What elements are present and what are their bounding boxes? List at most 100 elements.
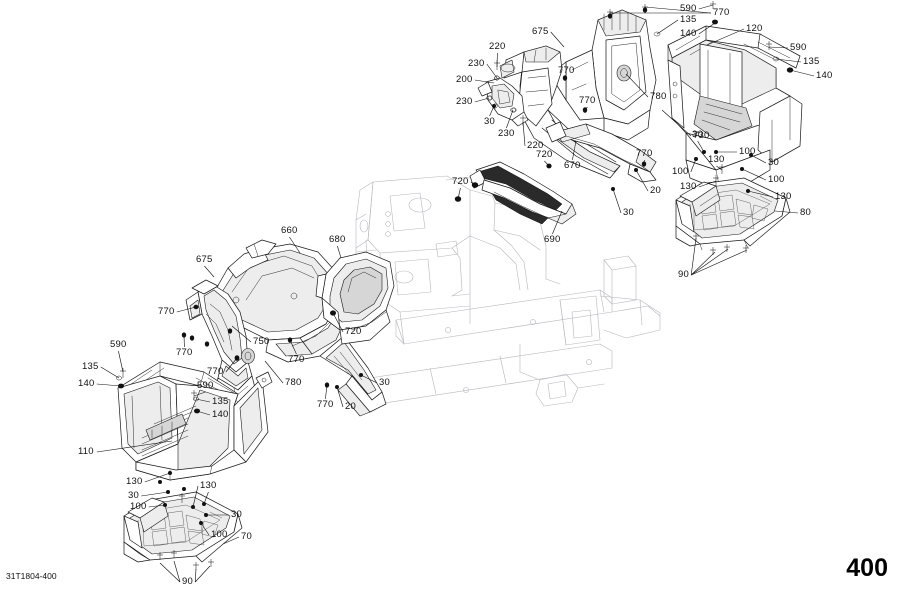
callout-770: 770 [207,366,224,377]
callout-30: 30 [692,129,703,140]
callout-770: 770 [158,306,175,317]
leader-770 [564,76,567,79]
callout-590: 590 [790,42,807,53]
leader-230 [486,63,498,79]
callout-230: 230 [456,96,473,107]
callout-135: 135 [680,14,697,25]
callout-90: 90 [182,576,193,587]
callout-675: 675 [532,26,549,37]
leader-720 [470,181,476,186]
leader-750 [231,325,252,343]
leader-770 [289,339,297,355]
callout-770: 770 [713,7,730,18]
leader-20 [336,386,344,408]
callout-230: 230 [468,58,485,69]
leader-770 [644,6,712,14]
leader-90 [690,251,716,276]
part-200-latch-bracket [477,75,529,127]
callout-590: 590 [680,3,697,14]
leader-90 [194,565,211,583]
callout-770: 770 [558,65,575,76]
callout-20: 20 [345,401,356,412]
callout-70: 70 [241,531,252,542]
callout-230: 230 [498,128,515,139]
callout-770: 770 [288,354,305,365]
callout-140: 140 [212,409,229,420]
callout-680: 680 [329,234,346,245]
callout-770: 770 [176,347,193,358]
callout-130: 130 [775,191,792,202]
callout-135: 135 [82,361,99,372]
document-code: 31T1804-400 [6,571,57,581]
callout-770: 770 [317,399,334,410]
part-80-floor-panel [675,177,791,255]
leader-720 [544,160,550,167]
leader-130 [192,485,199,508]
callout-100: 100 [672,166,689,177]
callout-770: 770 [579,95,596,106]
callout-140: 140 [816,70,833,81]
leader-675 [550,31,565,48]
leader-675 [204,265,215,278]
part-660-console [211,239,387,417]
leader-140 [96,383,122,387]
leader-770 [225,357,238,373]
callout-80: 80 [800,207,811,218]
leader-590 [193,391,206,397]
leader-200 [474,79,495,84]
page-number: 400 [846,554,888,582]
leader-90 [691,248,729,276]
leader-130 [747,190,774,198]
callout-110: 110 [78,446,94,457]
callout-140: 140 [78,378,95,389]
callout-100: 100 [768,174,785,185]
callout-90: 90 [678,269,689,280]
callout-130: 130 [200,480,217,491]
callout-100: 100 [130,501,147,512]
leader-120 [706,28,745,46]
leader-770 [584,106,588,111]
callout-590: 590 [110,339,127,350]
leader-90 [690,237,697,276]
callout-30: 30 [623,207,634,218]
callout-200: 200 [456,74,473,85]
part-110-seat-base [117,361,273,481]
leader-30 [141,491,169,497]
callout-30: 30 [128,490,139,501]
callout-720: 720 [452,176,469,187]
leader-135 [656,19,679,35]
callout-720: 720 [536,149,553,160]
callout-590: 590 [197,380,214,391]
callout-220: 220 [527,140,544,151]
callout-100: 100 [211,529,228,540]
leader-100 [148,504,166,508]
part-675-tunnel-trim [499,45,621,179]
callout-780: 780 [650,91,667,102]
leader-720 [332,312,344,333]
callout-135: 135 [803,56,820,67]
callout-140: 140 [680,28,697,39]
callout-130: 130 [126,476,143,487]
leader-90 [194,568,197,583]
callout-675: 675 [196,254,213,265]
callout-100: 100 [739,146,756,157]
leader-90 [173,560,181,583]
callout-660: 660 [281,225,298,236]
callout-30: 30 [768,157,779,168]
leader-780 [625,73,649,98]
leader-30 [489,105,495,117]
leader-130 [698,180,717,188]
leader-70 [222,536,240,545]
leader-80 [774,210,799,214]
callout-120: 120 [746,23,763,34]
callout-20: 20 [650,185,661,196]
part-70-floor-panel [123,491,243,570]
leader-590 [768,46,789,49]
leader-20 [635,169,649,192]
leader-110 [96,440,173,453]
leader-30 [360,374,378,384]
callout-30: 30 [231,509,242,520]
